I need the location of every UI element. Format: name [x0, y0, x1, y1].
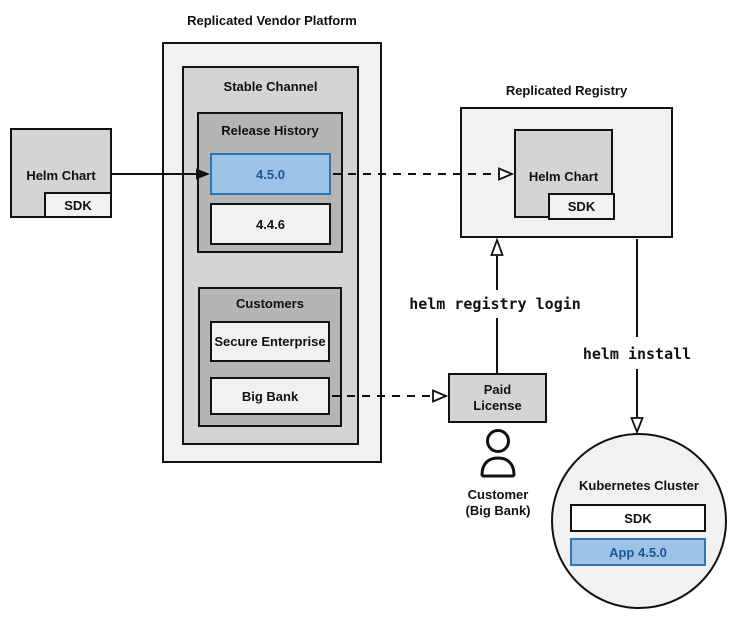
helm-registry-login-command: helm registry login — [409, 295, 581, 313]
stable-channel-label: Stable Channel — [223, 79, 318, 94]
registry-title: Replicated Registry — [505, 83, 628, 98]
customer-person-icon — [480, 429, 516, 478]
helm-install-command: helm install — [582, 345, 692, 363]
registry-box: Helm Chart SDK — [460, 107, 673, 238]
vendor-platform-box: Stable Channel Release History 4.5.0 4.4… — [162, 42, 382, 463]
cluster-sdk-box: SDK — [570, 504, 706, 532]
customer-secure-enterprise: Secure Enterprise — [210, 321, 330, 362]
customers-box: Customers Secure Enterprise Big Bank — [198, 287, 342, 427]
kubernetes-cluster-circle: Kubernetes Cluster SDK App 4.5.0 — [551, 433, 727, 609]
customer-caption: Customer (Big Bank) — [465, 487, 531, 518]
cluster-app-box: App 4.5.0 — [570, 538, 706, 566]
vendor-platform-title: Replicated Vendor Platform — [187, 13, 357, 28]
registry-sdk-box: SDK — [548, 193, 615, 220]
customer-big-bank: Big Bank — [210, 377, 330, 415]
release-version-446: 4.4.6 — [210, 203, 331, 245]
source-sdk-box: SDK — [44, 192, 112, 218]
release-version-450: 4.5.0 — [210, 153, 331, 195]
kubernetes-cluster-label: Kubernetes Cluster — [579, 478, 699, 493]
release-history-label: Release History — [221, 123, 319, 138]
registry-helm-chart-label: Helm Chart — [528, 169, 599, 184]
source-helm-chart-label: Helm Chart — [26, 168, 96, 183]
paid-license-box: Paid License — [448, 373, 547, 423]
customers-label: Customers — [236, 296, 304, 311]
source-helm-chart-box: Helm Chart SDK — [10, 128, 112, 218]
stable-channel-box: Stable Channel Release History 4.5.0 4.4… — [182, 66, 359, 445]
registry-helm-chart-box: Helm Chart SDK — [514, 129, 615, 220]
release-history-box: Release History 4.5.0 4.4.6 — [197, 112, 343, 253]
arrow-registry-to-cluster — [630, 239, 644, 435]
